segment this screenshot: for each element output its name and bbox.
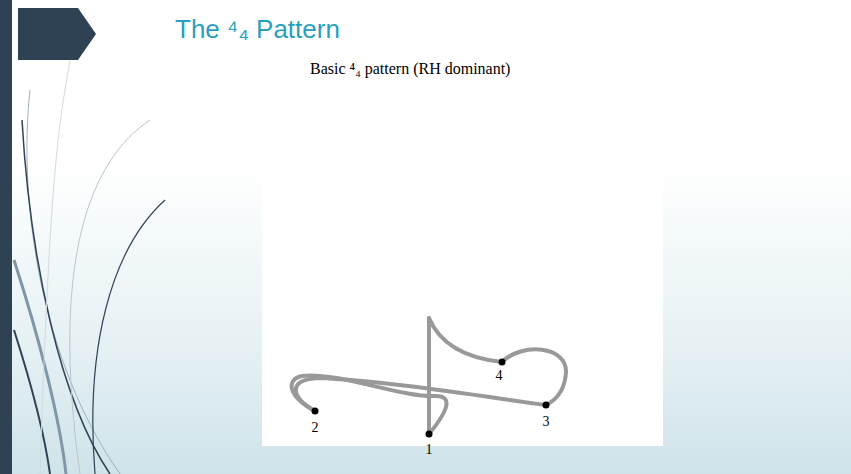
beat-dot [312,408,319,415]
side-bar [0,0,12,474]
beat-dot [499,359,506,366]
beat-dot [543,402,550,409]
pattern-image [262,52,663,446]
title-chevron [18,8,96,60]
image-caption: Basic ⁴₄ pattern (RH dominant) [310,60,510,78]
slide-title: The ⁴₄ Pattern [175,14,340,45]
beat-number: 3 [543,414,550,430]
pattern-stroke [502,349,566,405]
beat-number: 1 [426,442,433,458]
pattern-stroke [429,318,502,362]
beat-number: 4 [496,368,503,384]
beat-number: 2 [312,420,319,436]
pattern-stroke [427,318,431,434]
beat-dot [426,431,433,438]
pattern-stroke [296,378,546,411]
